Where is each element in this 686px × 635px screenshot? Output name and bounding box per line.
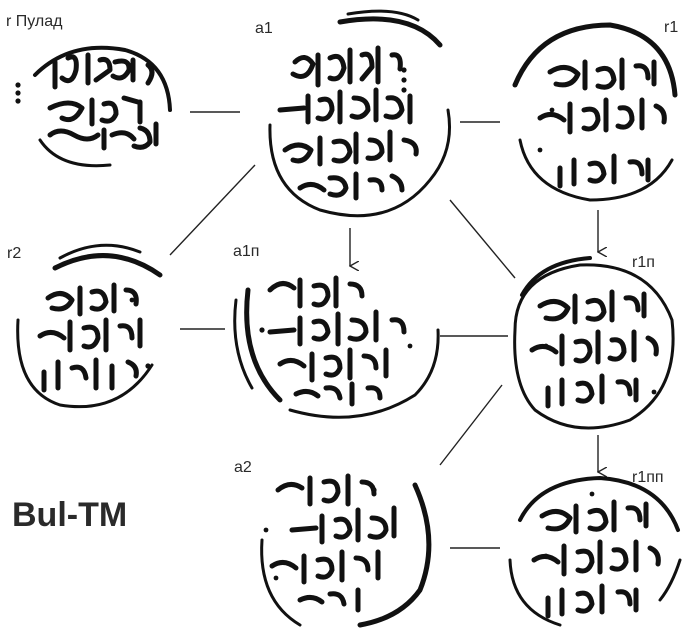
node-label-r2: r2 bbox=[7, 246, 21, 262]
edge-r1p-a2 bbox=[440, 385, 502, 465]
node-label-r1pp: r1пп bbox=[632, 470, 664, 486]
node-label-r1: r1 bbox=[664, 20, 678, 36]
node-label-a1: a1 bbox=[255, 21, 273, 37]
coin-drawing-r1 bbox=[515, 25, 675, 200]
coin-drawing-r1pp bbox=[510, 478, 680, 625]
diagram-title: Bul-TM bbox=[12, 498, 127, 532]
coin-drawing-a1p bbox=[235, 278, 438, 417]
coin-drawing-a2 bbox=[262, 476, 429, 625]
coin-drawing-r-pulad bbox=[15, 48, 170, 166]
coin-drawing-r2 bbox=[18, 245, 160, 406]
coin-drawing-r1p bbox=[515, 258, 673, 428]
edge-a1-r1p bbox=[450, 200, 515, 278]
coin-drawing-a1 bbox=[270, 11, 450, 216]
node-label-r1p: r1п bbox=[632, 255, 655, 271]
node-label-r-pulad: r Пулад bbox=[6, 14, 63, 30]
edge-a1-r2 bbox=[170, 165, 255, 255]
node-label-a2: a2 bbox=[234, 460, 252, 476]
node-label-a1p: a1п bbox=[233, 244, 259, 260]
